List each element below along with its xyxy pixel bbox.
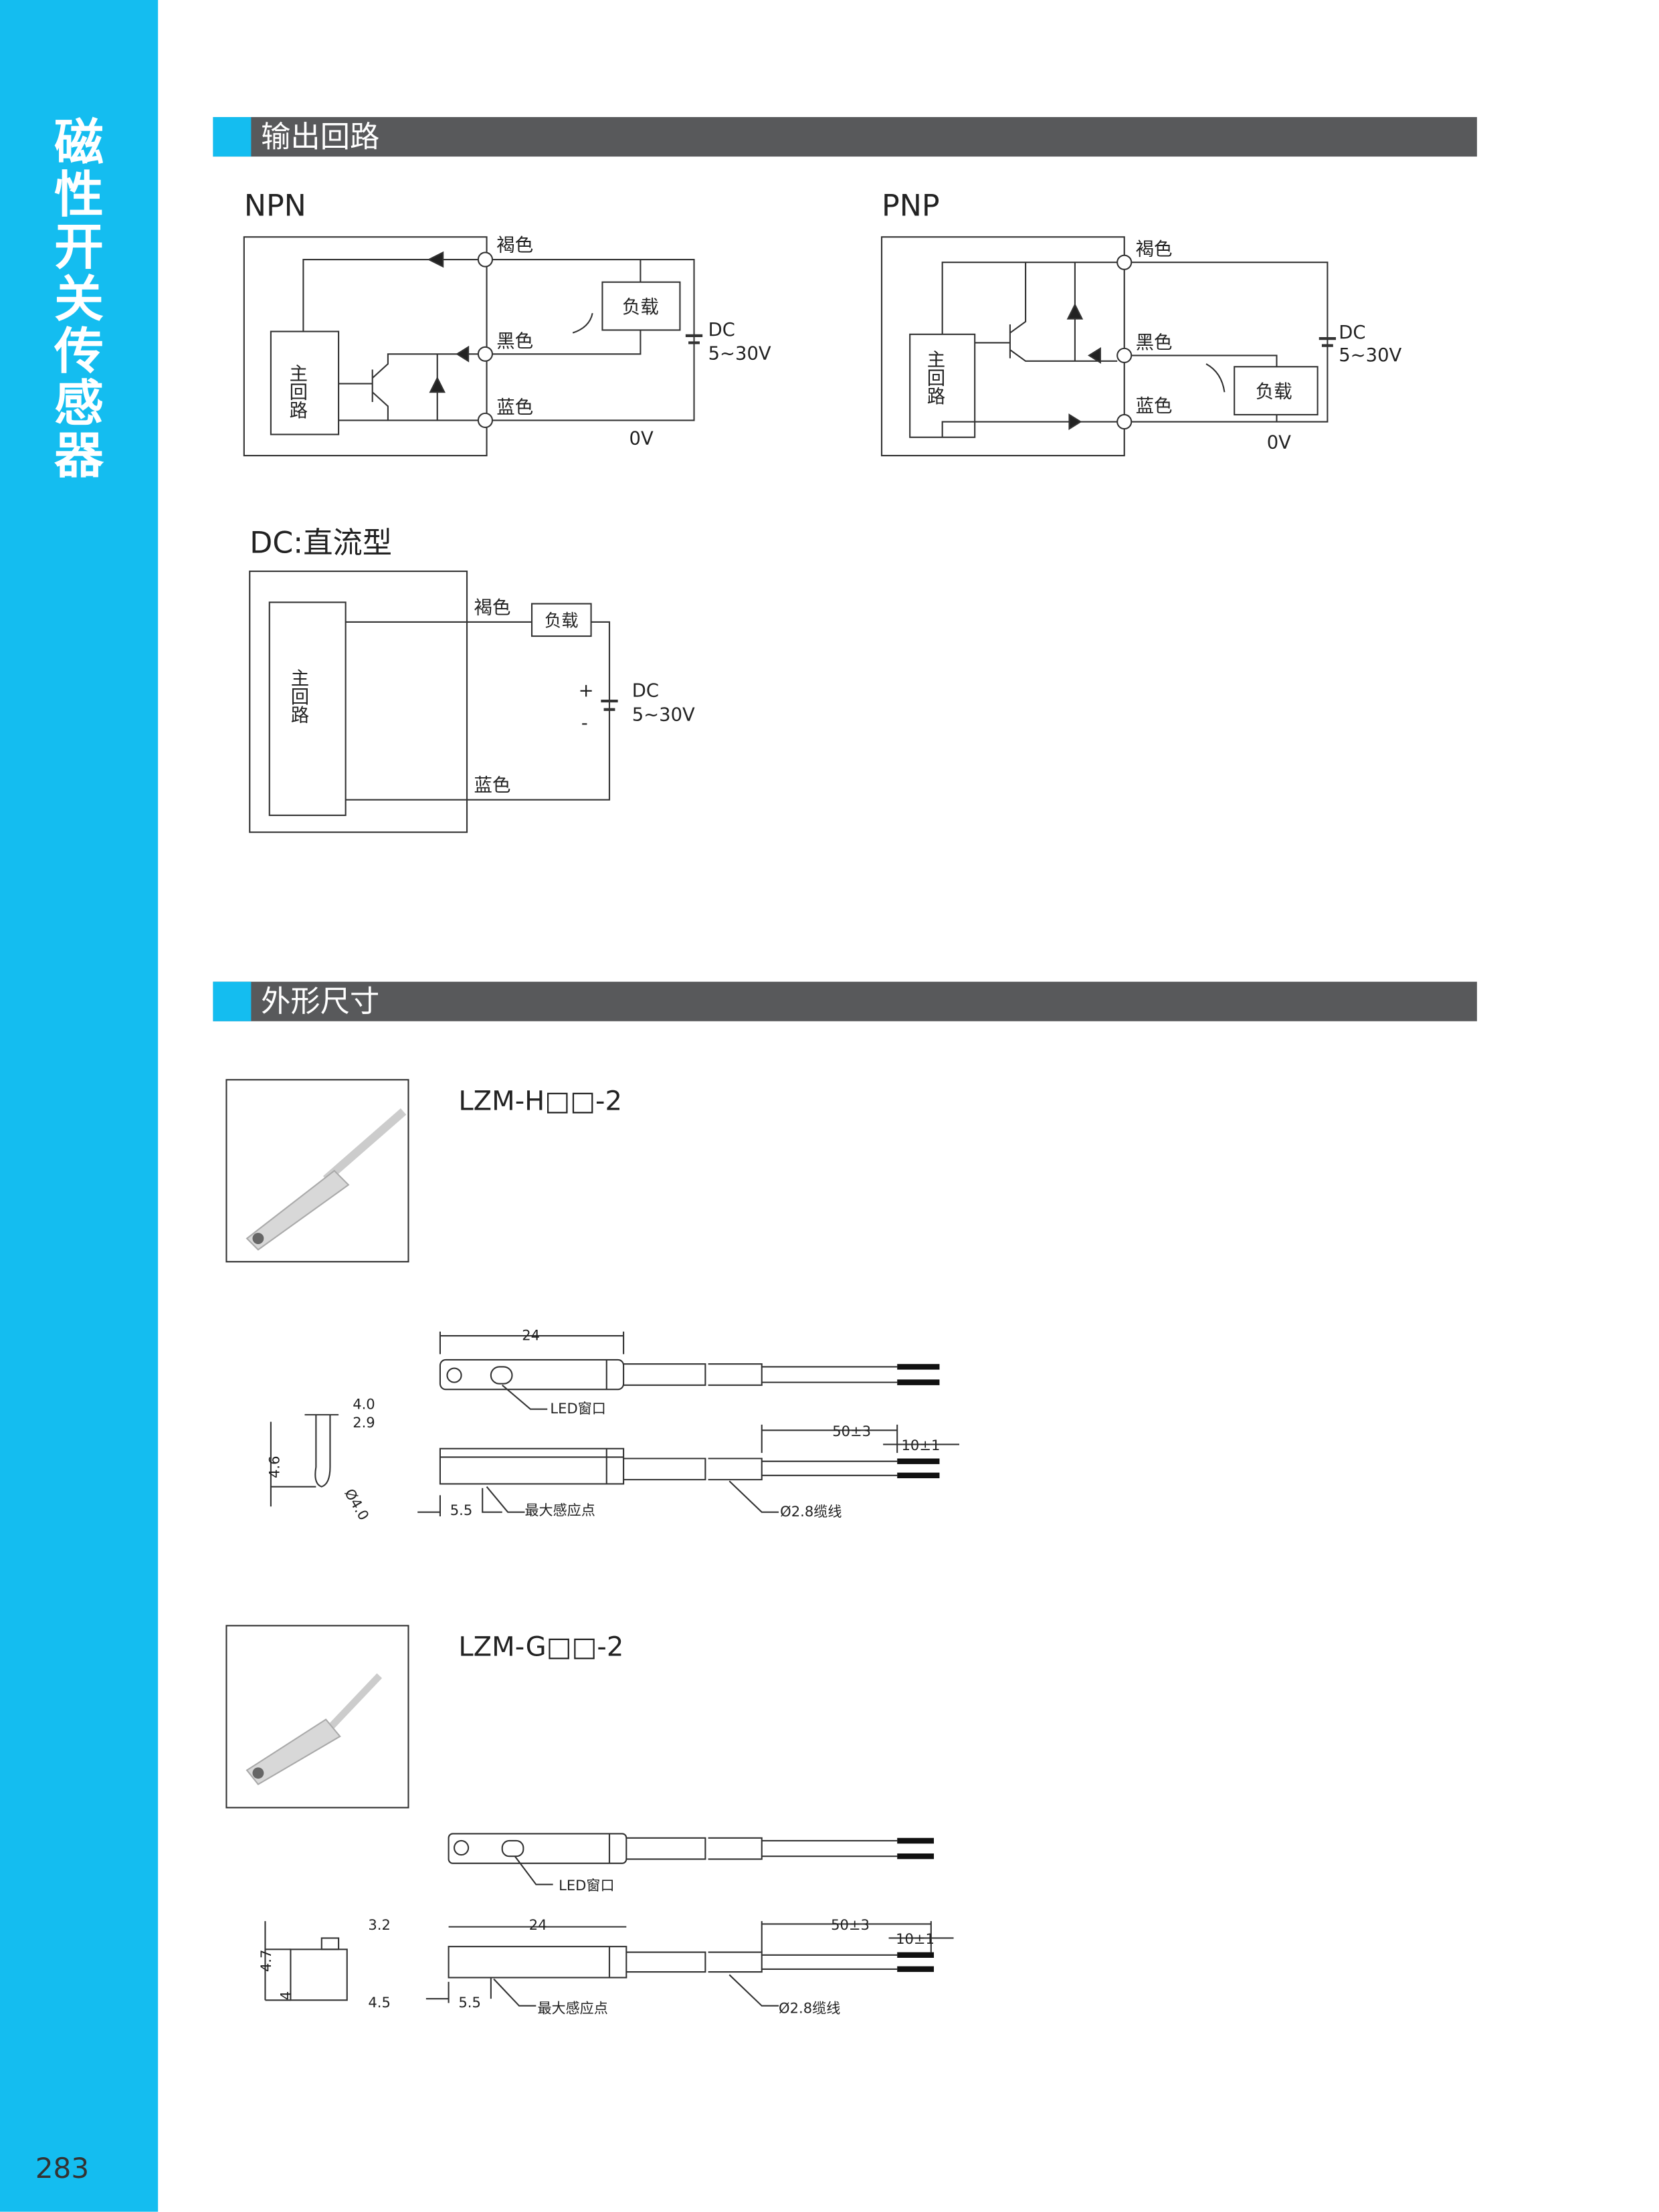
dc-load-label: 负载 <box>545 611 579 630</box>
sensor-photo-icon <box>246 1108 407 1251</box>
dc-minus: - <box>581 713 588 734</box>
h-diameter: Ø4.0 <box>341 1486 373 1523</box>
pnp-dc-label: DC <box>1339 322 1365 343</box>
g-strip: 10±1 <box>896 1930 935 1947</box>
dc-voltage-label: 5~30V <box>632 705 695 726</box>
section-title: 外形尺寸 <box>261 984 380 1019</box>
pnp-0v-label: 0V <box>1267 433 1291 454</box>
npn-circuit <box>243 236 703 457</box>
product-photo-h <box>225 1079 409 1263</box>
section-accent <box>213 981 252 1021</box>
section-header-dimensions: 外形尺寸 <box>213 981 1477 1021</box>
product-model-g: LZM-G□□-2 <box>458 1631 624 1664</box>
npn-black-label: 黑色 <box>496 331 533 352</box>
pnp-voltage-label: 5~30V <box>1339 345 1401 366</box>
npn-brown-label: 褐色 <box>496 235 533 256</box>
sidebar: 磁性开关传感器 283 <box>0 0 159 2212</box>
drawing-g <box>264 1833 954 2007</box>
section-accent <box>213 117 252 157</box>
pnp-brown-label: 褐色 <box>1136 239 1173 260</box>
h-height: 4.6 <box>266 1455 283 1478</box>
dc-plus: + <box>579 681 594 702</box>
npn-0v-label: 0V <box>629 428 654 449</box>
npn-load-label: 负载 <box>622 297 659 318</box>
pnp-main: 主回路 <box>924 350 945 405</box>
h-w2: 2.9 <box>353 1414 375 1431</box>
dc-main: 主回路 <box>287 669 308 724</box>
drawing-h <box>270 1331 959 1516</box>
g-led: LED窗口 <box>559 1877 614 1894</box>
section-header-output-circuit: 输出回路 <box>213 117 1477 157</box>
pnp-blue-label: 蓝色 <box>1136 396 1173 417</box>
dc-blue-label: 蓝色 <box>474 775 511 796</box>
dc-brown-label: 褐色 <box>474 597 511 618</box>
sensor-photo-icon <box>246 1673 383 1786</box>
h-length: 24 <box>522 1326 540 1343</box>
h-cable: Ø2.8缆线 <box>780 1503 842 1520</box>
g-sense: 最大感应点 <box>537 1999 607 2016</box>
g-lead: 50±3 <box>831 1916 870 1933</box>
h-lead: 50±3 <box>832 1423 871 1439</box>
product-model-h: LZM-H□□-2 <box>458 1086 622 1118</box>
npn-main-1: 主回路 <box>286 364 307 419</box>
g-w2: 4.5 <box>368 1994 391 2011</box>
page-number: 283 <box>35 2150 90 2185</box>
npn-dc-label: DC <box>708 320 735 340</box>
sidebar-title: 磁性开关传感器 <box>54 115 104 486</box>
h-sense: 最大感应点 <box>524 1502 595 1518</box>
dc-type-title: DC:直流型 <box>250 526 393 561</box>
h-strip: 10±1 <box>902 1437 941 1453</box>
dc-circuit <box>249 571 618 833</box>
npn-voltage-label: 5~30V <box>708 344 771 365</box>
g-height: 4.7 <box>258 1950 274 1973</box>
pnp-black-label: 黑色 <box>1136 332 1173 353</box>
section-title: 输出回路 <box>261 120 380 154</box>
g-cable: Ø2.8缆线 <box>779 1999 840 2016</box>
product-photo-g <box>225 1625 409 1809</box>
g-sense-offset: 5.5 <box>458 1994 481 2011</box>
g-height2: 4 <box>277 1991 294 2000</box>
pnp-title: PNP <box>882 189 940 223</box>
g-w1: 3.2 <box>368 1916 391 1933</box>
h-w1: 4.0 <box>353 1396 375 1413</box>
h-led: LED窗口 <box>550 1400 605 1417</box>
h-sense-offset: 5.5 <box>450 1502 473 1518</box>
pnp-circuit <box>880 236 1337 457</box>
npn-blue-label: 蓝色 <box>496 397 533 418</box>
npn-title: NPN <box>243 189 306 223</box>
pnp-load-label: 负载 <box>1256 382 1292 403</box>
g-length: 24 <box>529 1916 547 1933</box>
dc-dc-label: DC <box>632 681 659 702</box>
